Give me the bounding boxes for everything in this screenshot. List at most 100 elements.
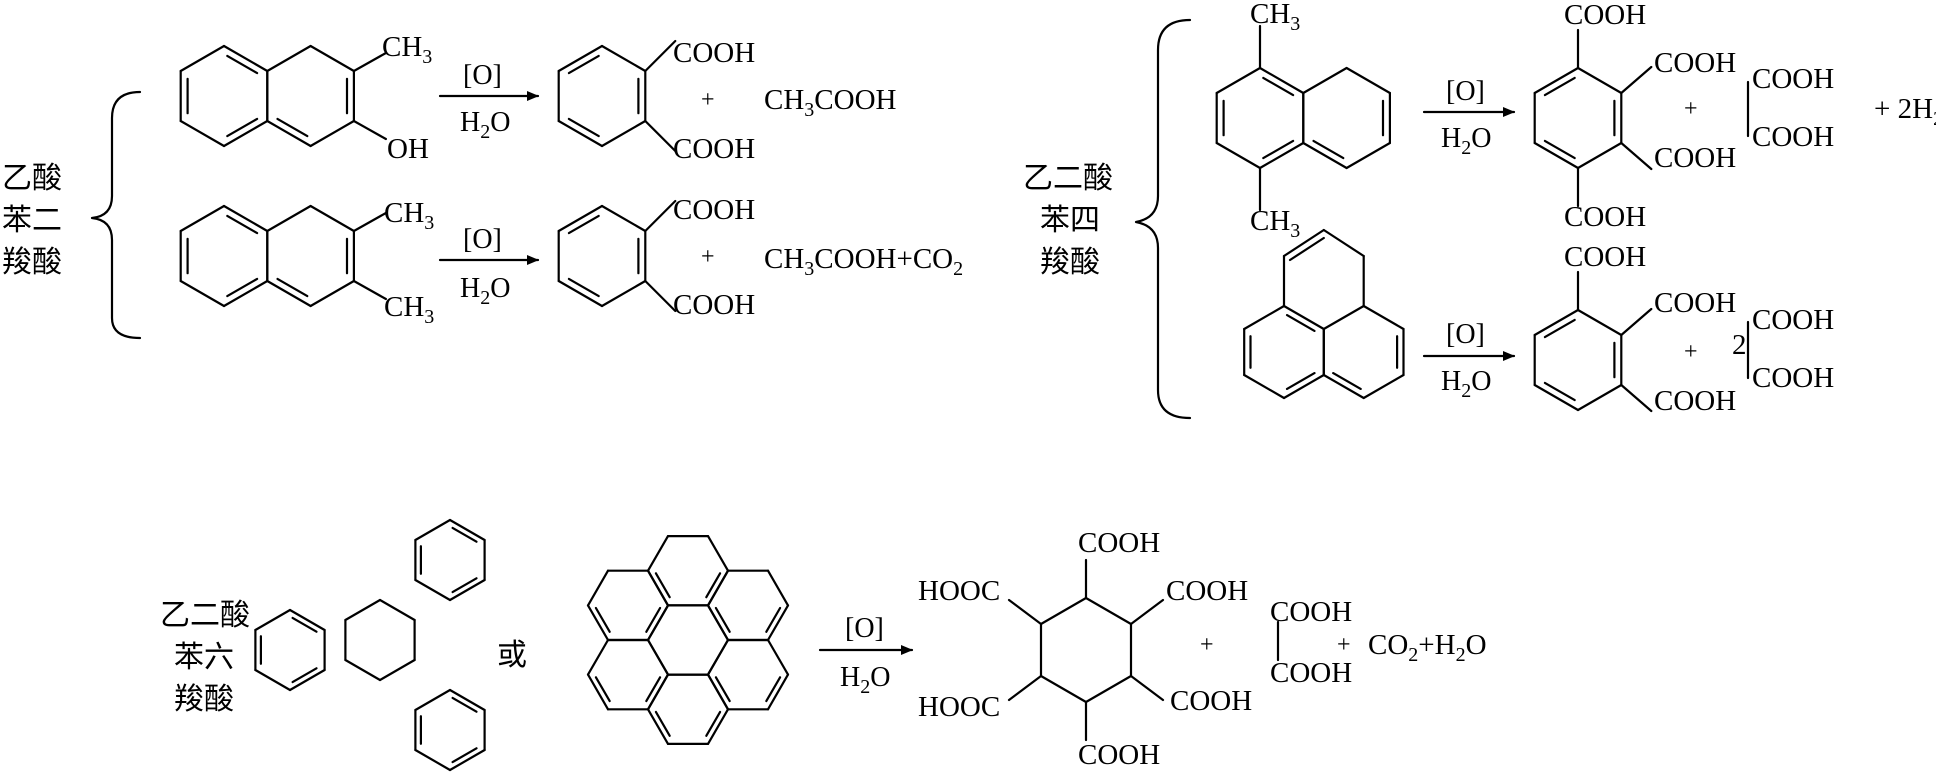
- r1-naphthalene-ring: [222, 119, 269, 148]
- r1-naphthalene-ring: [309, 44, 355, 73]
- svg-text:H2O: H2O: [460, 107, 510, 143]
- r2-naphthalene-ring: [222, 204, 269, 233]
- r1-naphthalene-ring: [179, 119, 226, 148]
- r2-plus: +: [701, 244, 715, 270]
- r5-oxalic-top: COOH: [1270, 596, 1352, 628]
- r1-phthalic-ring: [600, 44, 647, 73]
- r4-benzene-ring: [1576, 308, 1623, 337]
- r2-methyl-bond-bottom: [352, 279, 387, 301]
- r1-hydroxyl-bond: [352, 119, 387, 141]
- r3-naphthalene-ring-double: [1262, 139, 1295, 160]
- r1-cond-bottom: H2O: [460, 107, 510, 143]
- r5-coronene-ring-double: [714, 676, 731, 703]
- r5-coronene-ring: [646, 708, 670, 746]
- r3-naphthalene-ring: [1215, 141, 1262, 170]
- r5-coronene-ring-double: [705, 572, 722, 599]
- r5-coronene-ring: [706, 534, 730, 572]
- r5-coronene-ring-double: [645, 676, 662, 703]
- r5-triphenylene-ring: [254, 608, 292, 632]
- r4-oxalic-top: COOH: [1752, 304, 1834, 336]
- r4-phenalene-ring: [1362, 373, 1405, 400]
- r5-coronene-ring: [646, 604, 670, 642]
- r5-coronene-ring: [706, 673, 730, 711]
- r4-phenalene-upper: [1282, 228, 1325, 258]
- r3-oxalic-bottom: COOH: [1752, 121, 1834, 153]
- r3-benzene-ring-double: [1543, 139, 1576, 160]
- r3-plus: +: [1684, 96, 1698, 122]
- r5-plus-2: +: [1337, 632, 1351, 658]
- r4-phenalene-ring: [1243, 304, 1286, 331]
- r3-prod-cooh-2: COOH: [1654, 47, 1736, 79]
- r5-prod-cooh-top: COOH: [1078, 527, 1160, 559]
- r2-sub-methyl-top: CH3: [384, 197, 434, 234]
- r5-oxalic-bottom: COOH: [1270, 657, 1352, 689]
- r5-coronene-ring: [646, 569, 670, 607]
- r3-benzene-ring: [1576, 141, 1623, 170]
- r4-benzene-ring-double: [1543, 381, 1576, 402]
- section2-label-line3: 羧酸: [1040, 245, 1100, 280]
- r4-benzene-ring-double: [1543, 318, 1576, 339]
- r2-prod-cooh-top: COOH: [673, 194, 755, 226]
- svg-text:CH3: CH3: [1250, 0, 1300, 35]
- r5-coronene-ring: [646, 534, 670, 572]
- r2-prod-cooh-bottom: COOH: [673, 289, 755, 321]
- r5-prod-cooh-bottom: COOH: [1078, 739, 1160, 771]
- r4-cooh-bond-3: [1620, 383, 1653, 413]
- r1-naphthalene-ring-double: [226, 54, 259, 75]
- section3-label-line2: 苯六: [174, 640, 234, 675]
- section2-label-line1: 乙二酸: [1023, 161, 1113, 196]
- r4-benzene-ring: [1533, 308, 1580, 337]
- r3-prod-cooh-4: COOH: [1564, 201, 1646, 233]
- r3-cooh-bond-2: [1620, 65, 1653, 95]
- r3-oxalic-top: COOH: [1752, 63, 1834, 95]
- r5-coronene-ring-double: [654, 572, 671, 599]
- r3-cond-bottom: H2O: [1441, 123, 1491, 159]
- section1-brace: [90, 90, 142, 340]
- r5-triphenylene-ring-double: [451, 526, 478, 543]
- r1-phthalic-ring: [557, 119, 604, 148]
- r5-coronene-ring-double: [705, 710, 722, 737]
- r1-prod-cooh-bottom: COOH: [673, 133, 755, 165]
- section1-label-line3: 羧酸: [2, 245, 62, 280]
- r5-coronene-ring-double: [594, 606, 611, 633]
- r5-triphenylene-ring: [448, 688, 486, 712]
- r4-benzene-ring: [1576, 383, 1623, 412]
- r1-phthalic-ring-double: [567, 54, 600, 75]
- or-text: 或: [497, 638, 527, 673]
- r3-naphthalene-ring: [1258, 141, 1305, 170]
- r2-methyl-bond-top: [352, 211, 387, 233]
- r3-sub-methyl-bottom: CH3: [1250, 205, 1300, 242]
- svg-text:H2O: H2O: [840, 662, 890, 698]
- section2-brace: [1134, 18, 1192, 420]
- r5-triphenylene-ring-double: [451, 577, 478, 594]
- r2-naphthalene-ring: [266, 279, 312, 308]
- r2-phthalic-ring: [600, 279, 647, 308]
- r5-coronene-ring: [706, 569, 730, 607]
- r1-plus: +: [701, 87, 715, 113]
- r1-phthalic-ring-double: [567, 117, 600, 138]
- r3-prod-cooh-1: COOH: [1564, 0, 1646, 31]
- r4-cooh-bond-2: [1620, 307, 1653, 337]
- r4-phenalene-ring: [1362, 304, 1405, 331]
- r5-triphenylene-ring: [448, 518, 486, 542]
- r5-coronene-ring: [706, 708, 730, 746]
- r5-triphenylene-ring-double: [291, 616, 318, 633]
- r2-cooh-bond-bottom: [644, 279, 677, 313]
- r3-byproduct: + 2H2O: [1874, 93, 1936, 130]
- r5-triphenylene-core: [378, 658, 416, 682]
- r3-naphthalene-ring: [1258, 66, 1305, 95]
- r5-byproduct: CO2+H2O: [1368, 629, 1487, 666]
- r2-phthalic-ring-double: [567, 277, 600, 298]
- svg-text:H2O: H2O: [1441, 366, 1491, 402]
- r2-naphthalene-ring: [266, 204, 312, 233]
- svg-text:CH3COOH+CO2: CH3COOH+CO2: [764, 243, 963, 280]
- r5-cond-bottom: H2O: [840, 662, 890, 698]
- r5-coronene-ring-double: [765, 606, 782, 633]
- r4-phenalene-ring: [1322, 373, 1365, 400]
- svg-text:CO2+H2O: CO2+H2O: [1368, 629, 1487, 666]
- r5-coronene-ring-double: [714, 606, 731, 633]
- r2-byproduct: CH3COOH+CO2: [764, 243, 963, 280]
- r1-cond-top: [O]: [463, 60, 502, 91]
- r4-coefficient: 2: [1732, 329, 1747, 361]
- r4-phenalene-ring: [1282, 373, 1325, 400]
